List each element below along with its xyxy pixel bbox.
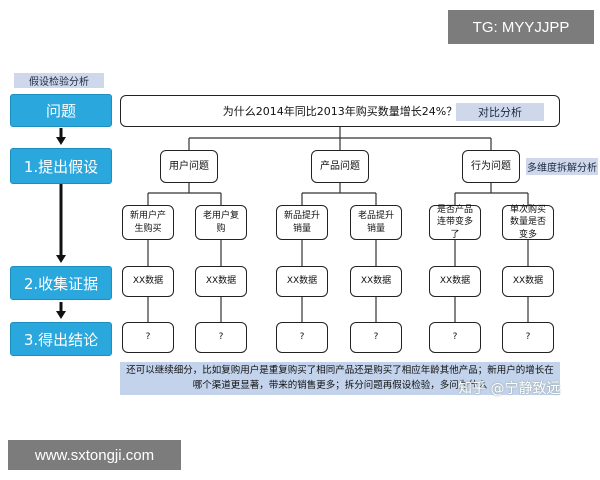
question-text: 为什么2014年同比2013年购买数量增长24%？	[222, 105, 458, 118]
conclusion-item: ?	[122, 322, 174, 353]
title-tag: 假设检验分析	[14, 73, 104, 88]
evidence-item: XX数据	[122, 266, 174, 297]
hypothesis-behavior: 行为问题	[462, 150, 520, 183]
evidence-item: XX数据	[195, 266, 247, 297]
stage-conclusion: 3.得出结论	[10, 322, 112, 356]
stage-evidence: 2.收集证据	[10, 266, 112, 300]
sub-hypothesis-new-products: 新品提升销量	[276, 205, 328, 240]
note-text: 还可以继续细分，比如复购用户是重复购买了相同产品还是购买了相应年龄其他产品；新用…	[126, 365, 554, 391]
sub-hypothesis-quantity: 单次购买数量是否变多	[502, 205, 554, 240]
evidence-item: XX数据	[429, 266, 481, 297]
sub-hypothesis-old-products: 老品提升销量	[350, 205, 402, 240]
sub-hypothesis-bundling: 是否产品连带变多了	[429, 205, 481, 240]
zhihu-watermark: 知乎 @宁静致远	[458, 381, 561, 397]
conclusion-item: ?	[502, 322, 554, 353]
conclusion-item: ?	[195, 322, 247, 353]
evidence-item: XX数据	[276, 266, 328, 297]
evidence-item: XX数据	[350, 266, 402, 297]
watermark-top: TG: MYYJJPP	[448, 10, 594, 44]
hypothesis-user: 用户问题	[160, 150, 218, 183]
stage-question: 问题	[10, 94, 112, 127]
watermark-bottom: www.sxtongji.com	[8, 440, 181, 470]
conclusion-item: ?	[429, 322, 481, 353]
stage-hypothesis: 1.提出假设	[10, 148, 112, 184]
hypothesis-product: 产品问题	[311, 150, 369, 183]
decompose-tag: 多维度拆解分析	[526, 158, 598, 175]
compare-tag: 对比分析	[456, 103, 544, 121]
conclusion-item: ?	[276, 322, 328, 353]
evidence-item: XX数据	[502, 266, 554, 297]
note-box: 还可以继续细分，比如复购用户是重复购买了相同产品还是购买了相应年龄其他产品；新用…	[120, 362, 560, 395]
conclusion-item: ?	[350, 322, 402, 353]
sub-hypothesis-repurchase: 老用户复购	[195, 205, 247, 240]
sub-hypothesis-new-users: 新用户产生购买	[122, 205, 174, 240]
